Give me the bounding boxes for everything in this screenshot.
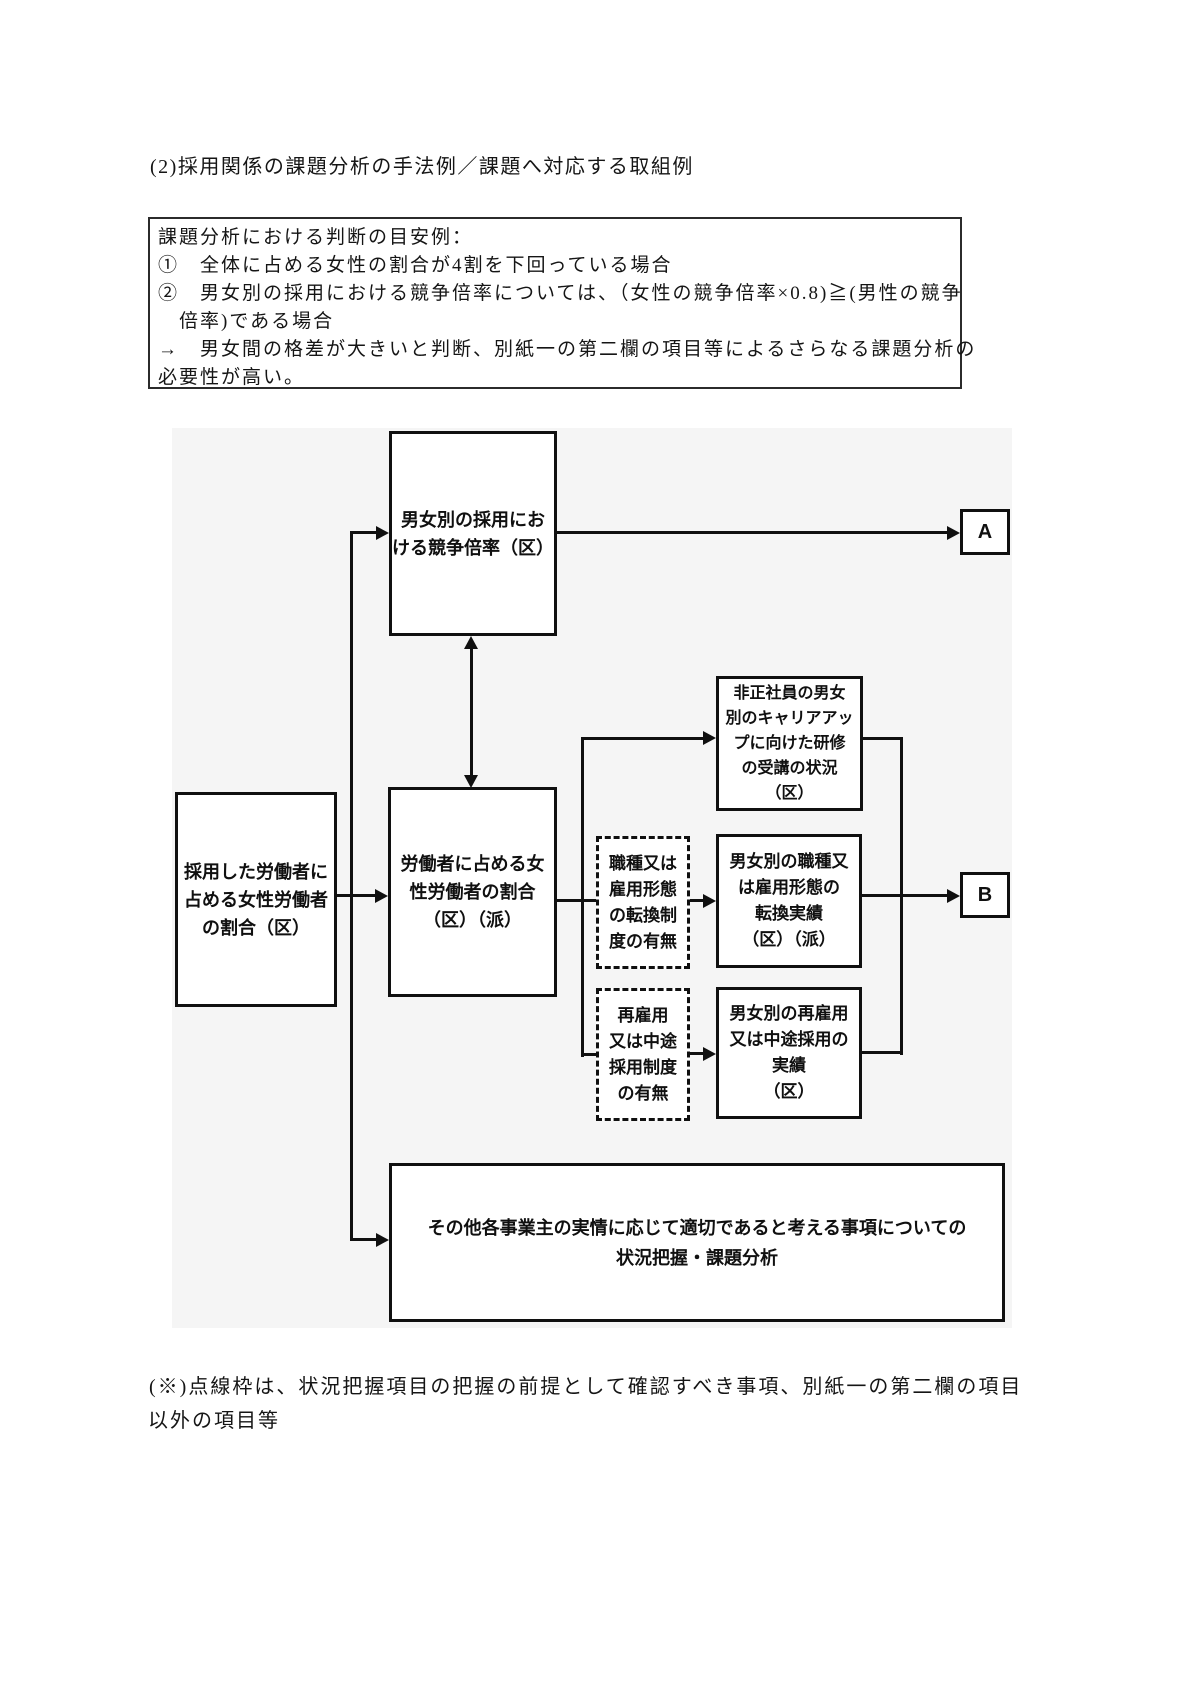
connector-hired-to-worker-line xyxy=(336,894,376,897)
criteria-line: ② 男女別の採用における競争倍率については、（女性の競争倍率×0.8)≧(男性の… xyxy=(158,283,963,304)
box-a-label: A xyxy=(977,520,993,543)
connector-to-rehire-system-line xyxy=(581,1053,599,1056)
box-b: B xyxy=(960,872,1010,918)
arrowhead-up-icon xyxy=(464,636,478,649)
arrowhead-right-icon xyxy=(376,526,389,540)
connector-rehire-system-to-results-line xyxy=(688,1052,704,1055)
box-conversion-results: 男女別の職種又 は雇用形態の 転換実績 （区）（派） xyxy=(716,834,862,968)
connector-to-competition-line xyxy=(350,531,377,534)
collector-vertical-line xyxy=(900,737,903,1055)
arrowhead-right-icon xyxy=(703,731,716,745)
connector-rehire-results-to-collector-line xyxy=(859,1051,903,1054)
box-conversion-system-label: 職種又は 雇用形態 の転換制 度の有無 xyxy=(609,853,677,951)
box-conversion-system: 職種又は 雇用形態 の転換制 度の有無 xyxy=(596,836,690,969)
arrowhead-right-icon xyxy=(375,889,388,903)
box-other-items-label: その他各事業主の実情に応じて適切であると考える事項についての 状況把握・課題分析 xyxy=(427,1217,967,1268)
box-hired-ratio: 採用した労働者に 占める女性労働者 の割合（区） xyxy=(175,792,337,1007)
main-branch-vertical-line xyxy=(350,531,353,1241)
criteria-line: 課題分析における判断の目安例： xyxy=(158,227,474,248)
box-conversion-results-label: 男女別の職種又 は雇用形態の 転換実績 （区）（派） xyxy=(729,852,849,949)
footnote-line1: (※)点線枠は、状況把握項目の把握の前提として確認すべき事項、別紙一の第二欄の項… xyxy=(149,1376,1023,1398)
page-title: (2)採用関係の課題分析の手法例／課題へ対応する取組例 xyxy=(150,156,694,178)
criteria-line: 倍率)である場合 xyxy=(158,311,335,332)
box-b-label: B xyxy=(977,883,993,906)
connector-worker-to-conversion-system-line xyxy=(555,899,598,902)
footnote-line2: 以外の項目等 xyxy=(148,1410,280,1432)
box-rehire-results: 男女別の再雇用 又は中途採用の 実績 （区） xyxy=(716,987,862,1119)
box-rehire-system-label: 再雇用 又は中途 採用制度 の有無 xyxy=(609,1005,677,1103)
connector-conversion-system-to-results-line xyxy=(688,899,704,902)
box-rehire-system: 再雇用 又は中途 採用制度 の有無 xyxy=(596,988,690,1121)
criteria-line: ① 全体に占める女性の割合が4割を下回っている場合 xyxy=(158,255,673,276)
arrowhead-right-icon xyxy=(703,894,716,908)
box-a: A xyxy=(960,509,1010,555)
box-competition-ratio-label: 男女別の採用にお ける競争倍率（区） xyxy=(392,509,554,558)
box-career-training: 非正社員の男女 別のキャリアアッ プに向けた研修 の受講の状況 （区） xyxy=(716,676,863,811)
double-arrow-line xyxy=(470,647,473,777)
box-worker-ratio: 労働者に占める女 性労働者の割合 （区）（派） xyxy=(388,787,557,997)
criteria-line: 必要性が高い。 xyxy=(158,367,306,388)
arrowhead-down-icon xyxy=(464,775,478,788)
criteria-box: 課題分析における判断の目安例： ① 全体に占める女性の割合が4割を下回っている場… xyxy=(148,217,977,389)
box-rehire-results-label: 男女別の再雇用 又は中途採用の 実績 （区） xyxy=(729,1004,849,1101)
box-competition-ratio: 男女別の採用にお ける競争倍率（区） xyxy=(389,431,557,636)
right-branch-vertical-line xyxy=(581,737,584,1057)
arrowhead-right-icon xyxy=(703,1047,716,1061)
box-hired-ratio-label: 採用した労働者に 占める女性労働者 の割合（区） xyxy=(184,861,328,938)
connector-career-to-collector-line xyxy=(860,737,903,740)
box-career-training-label: 非正社員の男女 別のキャリアアッ プに向けた研修 の受講の状況 （区） xyxy=(725,685,854,802)
arrowhead-right-icon xyxy=(947,889,960,903)
connector-to-career-line xyxy=(581,737,703,740)
connector-to-other-line xyxy=(350,1238,377,1241)
connector-conversion-results-to-b-line xyxy=(859,894,948,897)
connector-competition-to-a-line xyxy=(556,531,948,534)
arrowhead-right-icon xyxy=(376,1233,389,1247)
box-worker-ratio-label: 労働者に占める女 性労働者の割合 （区）（派） xyxy=(400,854,545,930)
box-other-items: その他各事業主の実情に応じて適切であると考える事項についての 状況把握・課題分析 xyxy=(389,1163,1005,1322)
arrowhead-right-icon xyxy=(947,526,960,540)
criteria-line: → 男女間の格差が大きいと判断、別紙一の第二欄の項目等によるさらなる課題分析の xyxy=(158,339,977,360)
